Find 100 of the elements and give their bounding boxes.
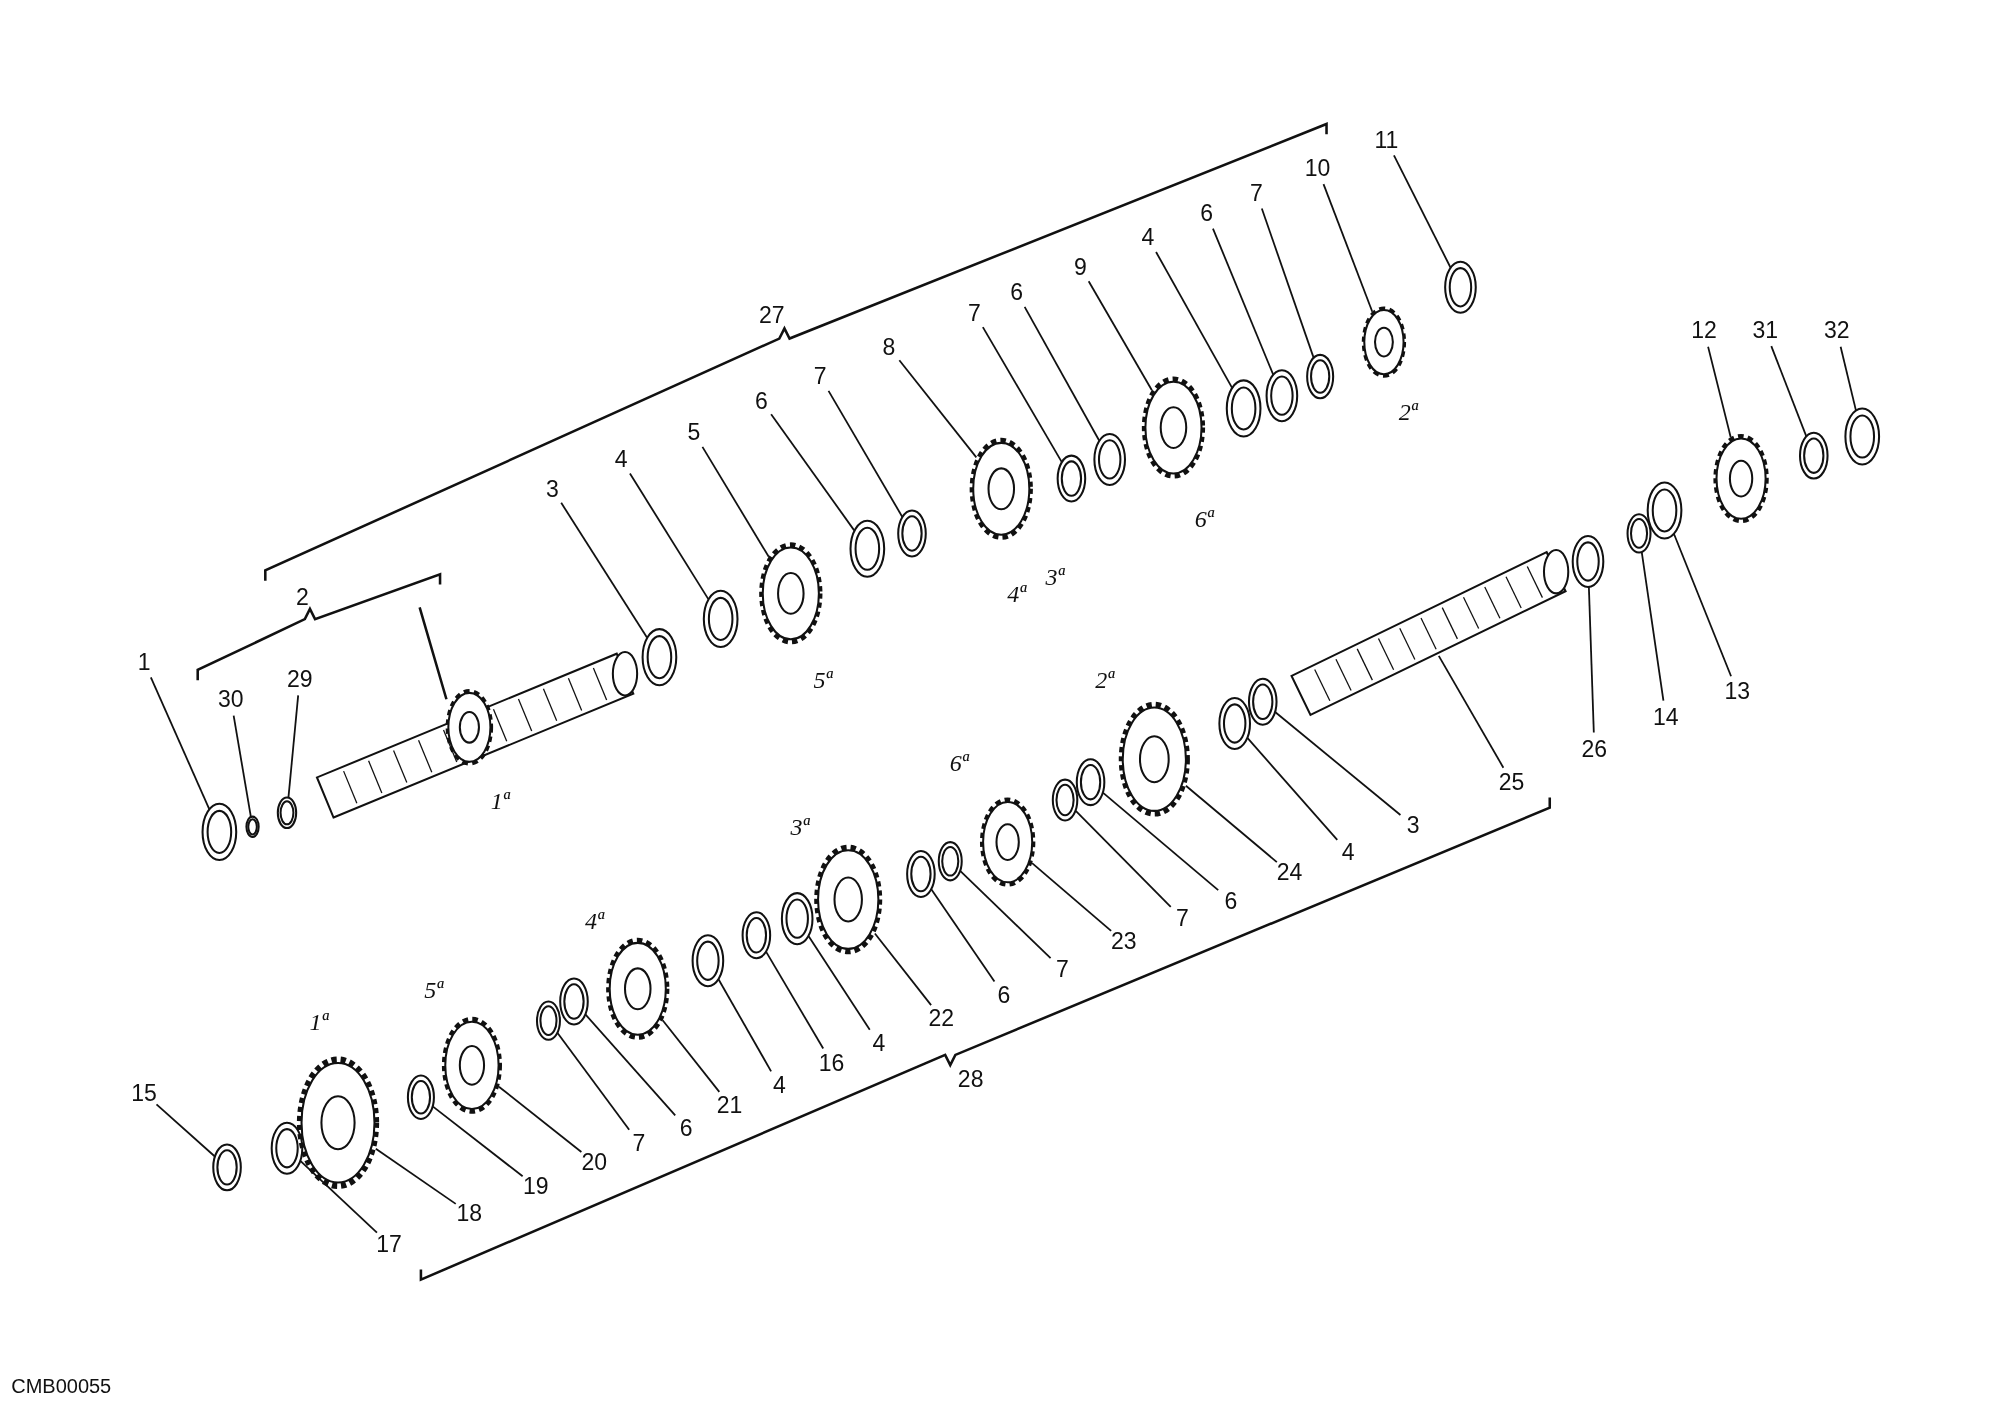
callout-number: 3 [545,477,559,500]
leader-line [1074,809,1172,908]
gear-drawing [759,542,823,645]
leader-line [1260,207,1315,359]
leader-line [1770,345,1808,438]
gear-ordinal-label: 2ª [1095,667,1114,692]
callout-number: 17 [376,1232,402,1256]
leader-line [1393,154,1452,269]
leader-line [1588,586,1595,734]
ring-drawing [1056,454,1087,503]
leader-line [765,950,825,1050]
gear-drawing [441,1016,502,1114]
ring-drawing [1051,778,1079,822]
leader-line [717,978,772,1073]
leader-line [584,1013,677,1117]
callout-number: 1 [137,650,151,674]
ring-drawing [702,589,739,648]
ring-drawing [641,628,678,687]
ring-drawing [1225,379,1262,438]
leader-line [629,472,710,600]
callout-number: 9 [1073,255,1087,279]
callout-number: 2 [295,585,309,609]
ring-drawing [1626,513,1652,554]
gear-ordinal-label: 1ª [309,1009,329,1034]
callout-number: 27 [758,303,785,327]
callout-number: 6 [1010,280,1023,304]
ring-drawing [1218,696,1251,751]
callout-number: 6 [755,389,768,412]
shaft-drawing [1290,549,1570,717]
callout-number: 19 [522,1174,549,1198]
callout-number: 6 [1200,201,1213,225]
leader-line [1087,280,1153,392]
callout-number: 8 [882,335,896,359]
leader-line [299,1160,378,1234]
callout-number: 15 [131,1081,157,1105]
leader-line [661,1019,721,1093]
ring-drawing [1646,481,1683,540]
ring-drawing [741,911,772,960]
callout-number: 5 [687,420,701,444]
leader-line [898,359,978,459]
callout-number: 4 [872,1031,886,1055]
ring-drawing [245,815,260,839]
callout-number: 14 [1653,705,1679,729]
leader-line [498,1085,583,1153]
callout-number: 32 [1823,318,1850,342]
leader-line [432,1105,524,1178]
ring-drawing [212,1143,242,1192]
gear-ordinal-label: 6ª [1194,507,1214,532]
ring-drawing [1844,407,1881,466]
callout-number: 30 [218,687,244,711]
gear-ordinal-label: 1ª [490,789,510,813]
gear-ordinal-label: 4ª [585,908,604,933]
gear-ordinal-label: 2ª [1398,400,1418,424]
callout-number: 6 [1224,889,1238,912]
leader-line [981,326,1063,463]
ring-drawing [849,519,886,578]
leader-line [1155,251,1233,389]
ring-drawing [1444,260,1477,314]
ring-drawing [201,802,238,861]
leader-line [1274,711,1402,816]
callout-number: 31 [1752,318,1779,342]
callout-number: 11 [1374,128,1399,152]
leader-line [1246,737,1339,841]
gear-ordinal-label: 3ª [790,814,810,839]
ring-drawing [1247,677,1278,726]
gear-ordinal-label: 4ª [1007,582,1026,607]
leader-line [1023,305,1100,442]
leader-line [1322,183,1374,313]
gear-ordinal-label: 5ª [424,977,443,1002]
callout-number: 6 [997,983,1011,1007]
leader-line [1640,551,1665,702]
callout-number: 12 [1691,318,1717,342]
leader-line [155,1103,216,1158]
ring-drawing [535,1000,561,1041]
leader-line [232,714,252,818]
callout-number: 18 [456,1201,483,1225]
leader-line [1707,345,1732,439]
leader-line [1839,345,1857,412]
gear-ordinal-label: 3ª [1045,564,1065,589]
ring-drawing [1093,432,1126,486]
leader-line [556,1032,631,1131]
ring-drawing [937,841,963,882]
ring-drawing [897,509,927,558]
ring-drawing [1306,353,1335,400]
gear-drawing [1713,433,1769,524]
leader-line [149,676,211,810]
ring-drawing [406,1074,435,1120]
callout-number: 21 [716,1093,743,1117]
callout-number: 22 [928,1006,955,1030]
leader-line [1031,862,1113,932]
gear-ordinal-label: 6ª [949,750,969,775]
callout-number: 6 [679,1116,693,1140]
callout-number: 29 [286,667,313,691]
leader-line [959,870,1052,960]
leader-line [827,389,904,518]
callout-number: 26 [1581,737,1608,761]
gear-drawing [1141,376,1206,479]
ring-drawing [276,796,298,830]
leader-line [874,932,932,1006]
gear-drawing [969,437,1033,540]
